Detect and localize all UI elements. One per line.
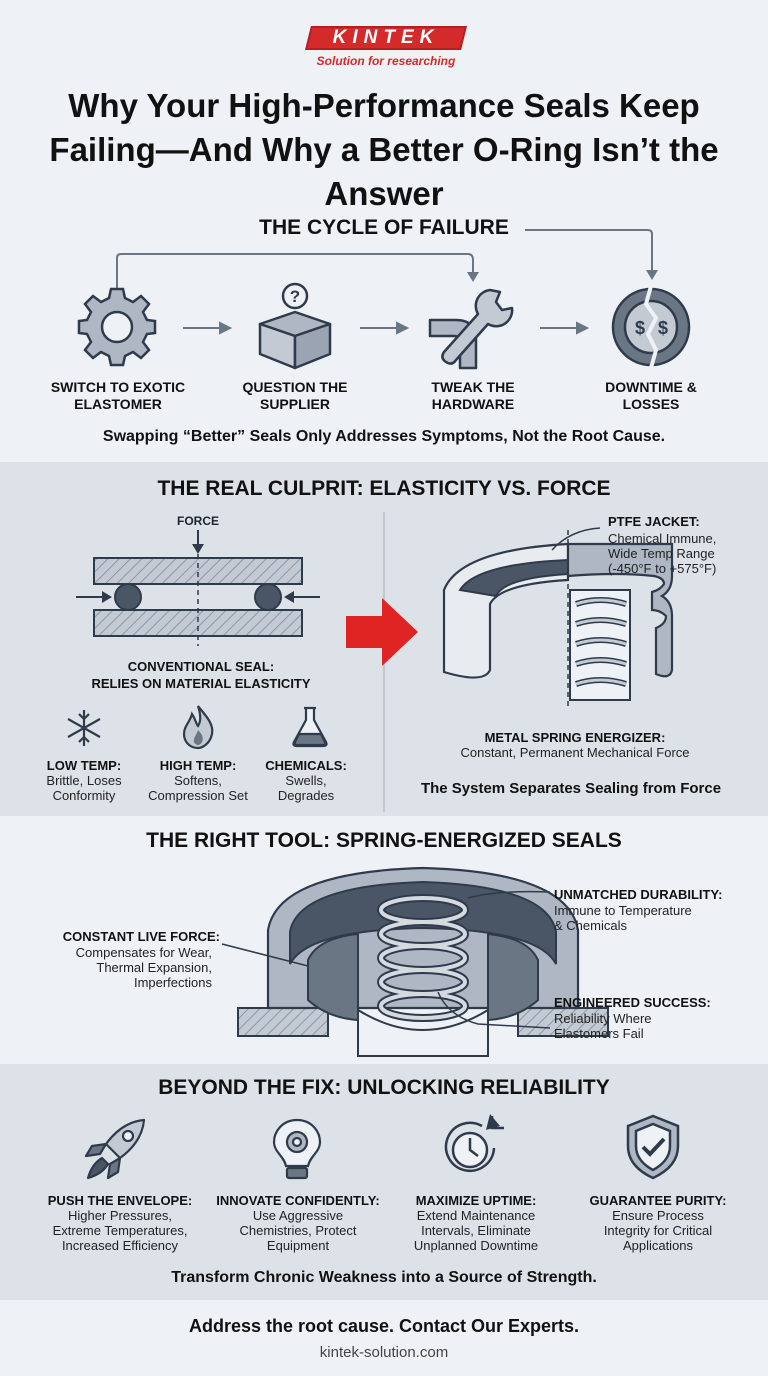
footer-cta[interactable]: Address the root cause. Contact Our Expe…	[188, 1316, 580, 1336]
cycle-heading: THE CYCLE OF FAILURE	[259, 216, 509, 239]
callout-desc: Compensates for Wear,	[75, 945, 212, 960]
condition-title: LOW TEMP:	[46, 758, 122, 773]
benefit-desc: Equipment	[266, 1238, 330, 1253]
benefit-desc: Extreme Temperatures,	[52, 1223, 188, 1238]
conventional-seal-diagram	[76, 530, 320, 646]
force-label: FORCE	[177, 514, 219, 528]
footer-url[interactable]: kintek-solution.com	[319, 1344, 449, 1361]
flask-icon	[292, 706, 328, 748]
condition-title: HIGH TEMP:	[159, 758, 237, 773]
conventional-seal-title: CONVENTIONAL SEAL:	[127, 659, 275, 674]
cycle-step-arrows	[183, 321, 590, 335]
condition-desc: Swells, Degrades	[277, 773, 335, 803]
callout-desc: Elastomers Fail	[554, 1026, 644, 1041]
cycle-step-label: TWEAK THE HARDWARE	[431, 379, 515, 412]
broken-coin-icon: $ $	[611, 285, 691, 369]
conventional-seal-subtitle: RELIES ON MATERIAL ELASTICITY	[91, 676, 311, 691]
gear-icon	[77, 287, 157, 367]
benefit-desc: Higher Pressures,	[67, 1208, 173, 1223]
spring-seal-cutaway	[442, 527, 674, 710]
red-arrow-icon	[346, 598, 418, 666]
benefit-desc: Ensure Process	[612, 1208, 704, 1223]
ptfe-jacket-desc: Wide Temp Range	[608, 546, 715, 561]
benefit-desc: Unplanned Downtime	[413, 1238, 539, 1253]
benefit-desc: Integrity for Critical	[603, 1223, 713, 1238]
culprit-heading: THE REAL CULPRIT: ELASTICITY VS. FORCE	[157, 477, 611, 500]
condition-title: CHEMICALS:	[265, 758, 347, 773]
benefit-desc: Intervals, Eliminate	[421, 1223, 531, 1238]
ptfe-jacket-desc: Chemical Immune,	[608, 531, 717, 546]
cycle-step-label: QUESTION THE SUPPLIER	[242, 379, 348, 412]
cycle-step-label: SWITCH TO EXOTIC ELASTOMER	[50, 379, 186, 412]
callout-title: CONSTANT LIVE FORCE:	[62, 929, 220, 944]
beyond-section	[0, 1064, 768, 1300]
beyond-summary: Transform Chronic Weakness into a Source…	[171, 1269, 597, 1286]
callout-title: UNMATCHED DURABILITY:	[554, 887, 723, 902]
benefit-desc: Applications	[622, 1238, 694, 1253]
callout-desc: Imperfections	[133, 975, 212, 990]
callout-title: ENGINEERED SUCCESS:	[554, 995, 711, 1010]
cycle-step-label: DOWNTIME & LOSSES	[605, 379, 697, 412]
shield-check-icon	[626, 1114, 680, 1180]
wrench-pipe-icon	[428, 288, 514, 370]
benefit-title: GUARANTEE PURITY:	[589, 1193, 727, 1208]
benefit-title: PUSH THE ENVELOPE:	[47, 1193, 193, 1208]
clock-arrow-icon	[444, 1114, 504, 1173]
svg-text:$: $	[658, 318, 668, 338]
cycle-summary: Swapping “Better” Seals Only Addresses S…	[102, 428, 666, 445]
condition-desc: Brittle, Loses Conformity	[46, 773, 122, 803]
svg-text:$: $	[635, 318, 645, 338]
right-tool-heading: THE RIGHT TOOL: SPRING-ENERGIZED SEALS	[146, 829, 622, 852]
rocket-icon	[84, 1118, 146, 1180]
snowflake-icon	[67, 710, 101, 746]
brand-logo-text: KINTEK	[332, 27, 440, 48]
condition-desc: Softens, Compression Set	[148, 773, 248, 803]
benefit-title: INNOVATE CONFIDENTLY:	[216, 1193, 380, 1208]
brand-tagline: Solution for researching	[316, 54, 456, 68]
benefit-title: MAXIMIZE UPTIME:	[415, 1193, 537, 1208]
benefit-desc: Extend Maintenance	[416, 1208, 536, 1223]
callout-desc: Thermal Expansion,	[96, 960, 212, 975]
beyond-heading: BEYOND THE FIX: UNLOCKING RELIABILITY	[158, 1076, 610, 1099]
spring-energizer-title: METAL SPRING ENERGIZER:	[484, 730, 666, 745]
spring-seal-3d-diagram	[221, 866, 609, 1057]
ptfe-jacket-desc: (-450°F to +575°F)	[608, 561, 717, 576]
lightbulb-gear-icon	[272, 1118, 322, 1180]
system-note: The System Separates Sealing from Force	[420, 780, 722, 797]
cycle-connectors	[116, 229, 658, 294]
callout-desc: & Chemicals	[554, 918, 627, 933]
flame-icon	[182, 705, 214, 750]
question-box-icon: ?	[258, 282, 332, 370]
svg-text:?: ?	[290, 287, 300, 306]
callout-desc: Reliability Where	[554, 1011, 652, 1026]
ptfe-jacket-title: PTFE JACKET:	[608, 514, 700, 529]
spring-energizer-desc: Constant, Permanent Mechanical Force	[460, 745, 690, 760]
benefit-desc: Use Aggressive	[252, 1208, 344, 1223]
benefit-desc: Increased Efficiency	[61, 1238, 179, 1253]
benefit-desc: Chemistries, Protect	[239, 1223, 357, 1238]
callout-desc: Immune to Temperature	[554, 903, 692, 918]
page-title: Why Your High-Performance Seals Keep Fai…	[49, 87, 719, 212]
